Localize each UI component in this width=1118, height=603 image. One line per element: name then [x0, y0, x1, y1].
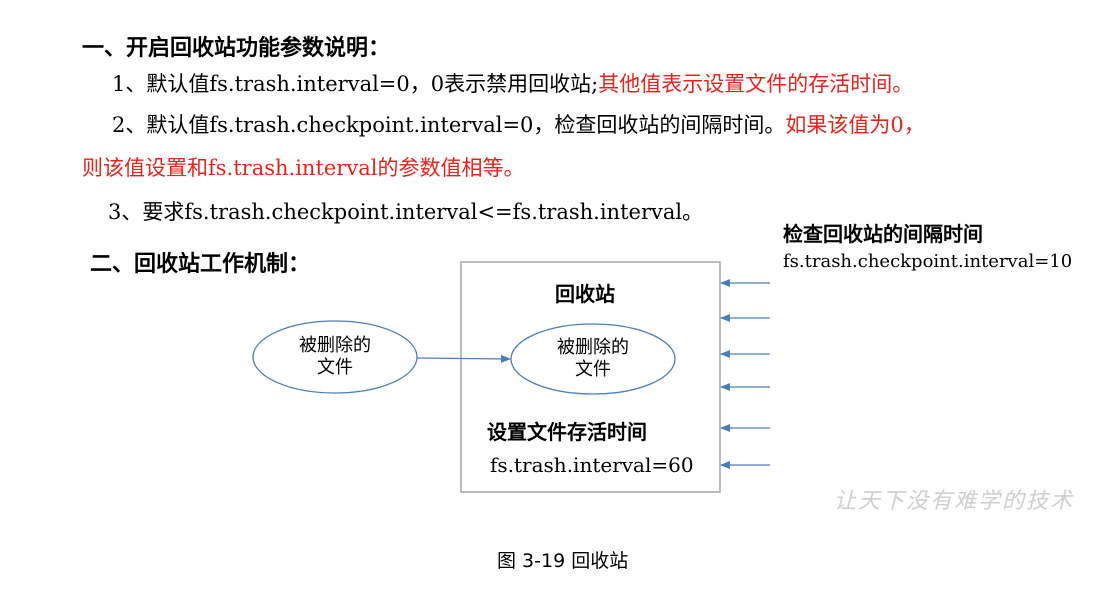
checkpoint-value: fs.trash.checkpoint.interval=10 — [783, 251, 1073, 272]
section1-heading: 一、开启回收站功能参数说明： — [82, 36, 391, 61]
figure-caption: 图 3-19 回收站 — [497, 550, 629, 572]
item2-text: 2、默认值fs.trash.checkpoint.interval=0，检查回收… — [112, 113, 786, 137]
item3-line: 3、要求fs.trash.checkpoint.interval<=fs.tra… — [108, 200, 704, 224]
retention-label: 设置文件存活时间 — [487, 420, 647, 444]
item2-line: 2、默认值fs.trash.checkpoint.interval=0，检查回收… — [112, 109, 925, 139]
item1-line: 1、默认值fs.trash.interval=0，0表示禁用回收站;其他值表示设… — [112, 68, 913, 98]
deleted-file-inside-label: 被删除的 文件 — [557, 337, 629, 380]
watermark: 让天下没有难学的技术 — [834, 489, 1075, 514]
deleted-file-inside-ellipse — [510, 323, 676, 395]
move-arrow — [416, 354, 511, 363]
trash-box-title: 回收站 — [555, 282, 615, 306]
deleted-file-outside-label: 被删除的 文件 — [299, 335, 371, 378]
deleted-file-outside-ellipse — [252, 320, 418, 394]
item2-red-text-b: 则该值设置和fs.trash.interval的参数值相等。 — [82, 156, 525, 180]
item1-red-text: 其他值表示设置文件的存活时间。 — [598, 72, 914, 96]
item2-red-text-a: 如果该值为0， — [785, 113, 925, 137]
item1-text: 1、默认值fs.trash.interval=0，0表示禁用回收站; — [112, 72, 599, 96]
checkpoint-label: 检查回收站的间隔时间 — [783, 222, 983, 246]
section2-heading: 二、回收站工作机制： — [90, 252, 311, 277]
retention-value: fs.trash.interval=60 — [490, 453, 694, 477]
